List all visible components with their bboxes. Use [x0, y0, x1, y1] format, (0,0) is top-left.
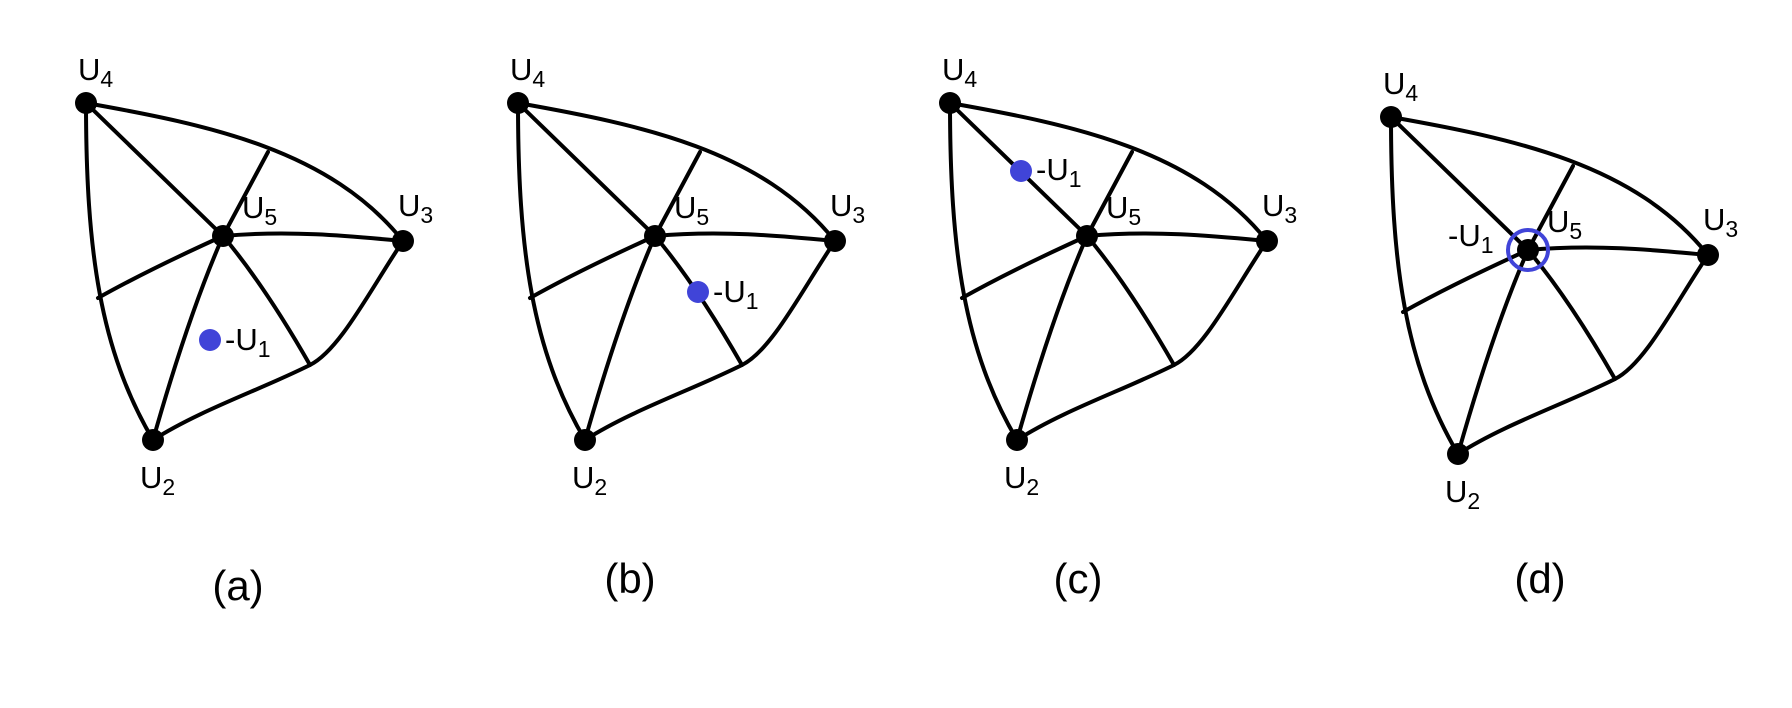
edge-u4-u5	[516, 101, 657, 238]
panel-d: U4 U5 U3 U2 -U1 (d)	[1380, 66, 1738, 602]
edge-u5-mid-left	[528, 234, 657, 300]
edge-u5-u2	[1456, 248, 1530, 456]
panel-b: U4 U5 U3 U2 -U1 (b)	[507, 52, 865, 602]
label-u5: U5	[242, 190, 277, 230]
label-u5: U5	[1547, 204, 1582, 244]
node-u3	[1256, 230, 1278, 252]
edge-u3-u2	[583, 239, 837, 442]
caption-d: (d)	[1514, 555, 1565, 602]
edge-u5-u3	[1085, 231, 1269, 243]
label-neg-u1: -U1	[1036, 152, 1082, 192]
edge-u5-u2	[1015, 234, 1089, 442]
label-u2: U2	[140, 460, 175, 500]
edge-u5-mid-left	[96, 234, 225, 300]
neg-u1-marker	[687, 281, 709, 303]
node-u3	[392, 230, 414, 252]
edge-u4-u5	[1389, 115, 1530, 252]
label-neg-u1: -U1	[713, 274, 759, 314]
edge-u4-u3	[948, 101, 1269, 243]
caption-c: (c)	[1054, 555, 1103, 602]
neg-u1-marker-ring	[1506, 228, 1550, 272]
node-u3	[824, 230, 846, 252]
edge-u5-mid-top	[653, 150, 702, 238]
node-u2	[574, 429, 596, 451]
label-u4: U4	[78, 52, 113, 92]
edge-u5-mid-top	[1085, 150, 1134, 238]
label-u2: U2	[1004, 460, 1039, 500]
caption-a: (a)	[212, 562, 263, 609]
node-u4	[507, 92, 529, 114]
edge-u2-u4	[1389, 115, 1460, 456]
edge-u4-u5	[84, 101, 225, 238]
node-u2	[1447, 443, 1469, 465]
neg-u1-marker	[1010, 160, 1032, 182]
node-u5	[212, 225, 234, 247]
edge-u5-u2	[151, 234, 225, 442]
label-u3: U3	[398, 188, 433, 228]
node-u4	[75, 92, 97, 114]
node-u5	[1517, 239, 1539, 261]
label-u4: U4	[942, 52, 977, 92]
edge-u5-mid-top	[221, 150, 270, 238]
edge-u5-mid-left	[960, 234, 1089, 300]
edge-u5-mid-top	[1526, 164, 1575, 252]
node-u2	[1006, 429, 1028, 451]
edge-u2-u4	[516, 101, 587, 442]
label-u3: U3	[1262, 188, 1297, 228]
label-u5: U5	[674, 190, 709, 230]
neg-u1-marker	[199, 329, 221, 351]
label-u3: U3	[830, 188, 865, 228]
edge-u5-mid-bottom	[653, 234, 744, 367]
label-u2: U2	[1445, 474, 1480, 514]
label-u4: U4	[510, 52, 545, 92]
edge-u3-u2	[1456, 253, 1710, 456]
edge-u2-u4	[948, 101, 1019, 442]
node-u4	[1380, 106, 1402, 128]
edge-u5-u3	[653, 231, 837, 243]
edge-u3-u2	[151, 239, 405, 442]
label-u4: U4	[1383, 66, 1418, 106]
label-u3: U3	[1703, 202, 1738, 242]
edge-u4-u3	[84, 101, 405, 243]
node-u5	[644, 225, 666, 247]
panel-a: U4 U5 U3 U2 -U1 (a)	[75, 52, 433, 609]
edge-u4-u3	[516, 101, 837, 243]
node-u5	[1076, 225, 1098, 247]
node-u4	[939, 92, 961, 114]
node-u3	[1697, 244, 1719, 266]
edge-u5-u3	[1526, 245, 1710, 257]
label-u5: U5	[1106, 190, 1141, 230]
label-neg-u1: -U1	[225, 322, 271, 362]
caption-b: (b)	[604, 555, 655, 602]
label-neg-u1: -U1	[1448, 218, 1494, 258]
edge-u5-mid-bottom	[1085, 234, 1176, 367]
edge-u5-mid-bottom	[221, 234, 312, 367]
edge-u4-u3	[1389, 115, 1710, 257]
edge-u5-u3	[221, 231, 405, 243]
edge-u3-u2	[1015, 239, 1269, 442]
node-u2	[142, 429, 164, 451]
edge-u5-u2	[583, 234, 657, 442]
edge-u2-u4	[84, 101, 155, 442]
label-u2: U2	[572, 460, 607, 500]
panel-c: U4 U5 U3 U2 -U1 (c)	[939, 52, 1297, 602]
edge-u5-mid-bottom	[1526, 248, 1617, 381]
